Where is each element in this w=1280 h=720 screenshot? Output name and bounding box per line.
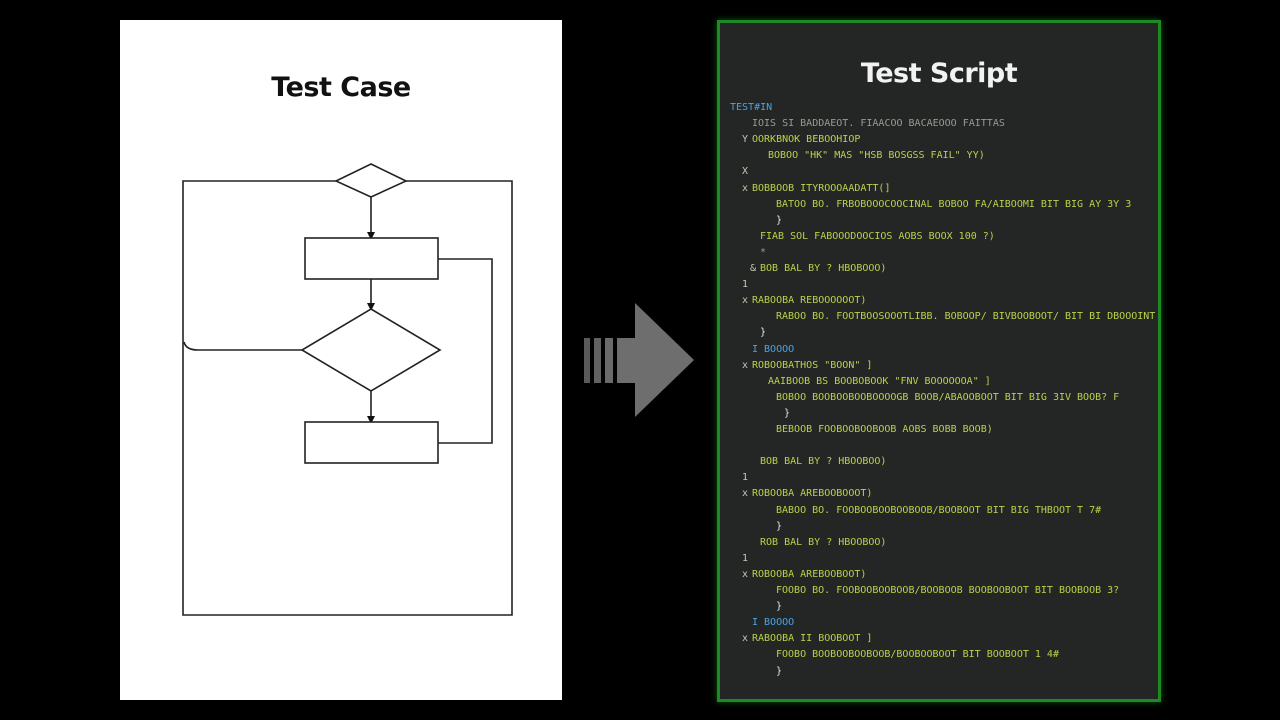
code-line: FIAB SOL FABOOODOOCIOS AOBS BOOX 100 ?) (720, 230, 1158, 244)
code-line: BOB BAL BY ? HBOOBOO) (720, 455, 1158, 469)
code-line-text: } (784, 407, 791, 419)
test-case-panel: Test Case (120, 20, 562, 700)
code-line: I BOOOO (720, 343, 1158, 357)
code-line-text: BOB BAL BY ? HBOOBOO) (760, 456, 887, 468)
code-line: } (720, 600, 1158, 614)
code-line-text: TEST#IN (730, 102, 773, 113)
code-line-text: BOBOO BOOBOOBOOBOOOOGB BOOB/ABAOOBOOT BI… (776, 391, 1120, 403)
code-line-marker: & (750, 263, 757, 274)
decision-left-branch (183, 341, 302, 351)
code-line-marker: x (742, 633, 749, 645)
code-line: I BOOOO (720, 616, 1158, 630)
code-line-text: } (776, 520, 783, 532)
code-line-text: ROB BAL BY ? HBOOBOO) (760, 536, 887, 548)
code-line-marker: x (742, 359, 749, 371)
code-line-text: ROBOOBA AREBOOBOOOT) (752, 488, 873, 500)
code-line-text: } (760, 327, 767, 339)
start-decision-shape (334, 163, 408, 198)
code-line-marker: Y (742, 134, 749, 146)
process-box-2 (304, 421, 439, 464)
test-script-title: Test Script (860, 58, 1018, 89)
test-case-title: Test Case (271, 72, 411, 103)
code-line-text: RABOO BO. FOOTBOOSOOOTLIBB. BOBOOP/ BIVB… (776, 311, 1161, 323)
code-line-marker: 1 (742, 552, 749, 564)
code-line: BATOO BO. FRBOBOOOCOOCINAL BOBOO FA/AIBO… (720, 198, 1158, 212)
code-line: RABOO BO. FOOTBOOSOOOTLIBB. BOBOOP/ BIVB… (720, 310, 1161, 324)
code-line-marker: 1 (742, 279, 749, 291)
code-line-text: * (760, 246, 767, 258)
code-line-text: OORKBNOK BEBOOHIOP (752, 134, 861, 146)
code-line: } (720, 520, 1158, 534)
code-line-marker: X (742, 166, 749, 178)
code-line: ROB BAL BY ? HBOOBOO) (720, 536, 1158, 550)
code-line-marker: x (742, 488, 749, 500)
loop-back-line (438, 258, 493, 444)
code-line-text: I BOOOO (752, 343, 795, 355)
code-line-text: AAIBOOB BS BOOBOBOOK "FNV BOOOOOOA" ] (768, 375, 991, 387)
code-line-text: FIAB SOL FABOOODOOCIOS AOBS BOOX 100 ?) (760, 230, 995, 242)
transform-arrow-icon (584, 303, 694, 417)
process-box-1 (304, 237, 439, 280)
code-line: X (720, 165, 1158, 179)
code-line: BOBOO BOOBOOBOOBOOOOGB BOOB/ABAOOBOOT BI… (720, 391, 1158, 405)
test-script-panel: Test Script TEST#IN IOIS SI BADDAEOT. FIA… (717, 20, 1161, 702)
code-line-text: } (776, 601, 783, 613)
code-line-text: ROBOOBATHOS "BOON" ] (752, 359, 873, 371)
code-line: * (720, 246, 1158, 260)
code-line: } (720, 665, 1158, 679)
code-line-text: FOOBO BOOBOOBOOBOOB/BOOBOOBOOT BIT BOOBO… (776, 649, 1059, 661)
code-line (720, 439, 1158, 453)
flowchart (182, 163, 513, 616)
code-line-text: BOB BAL BY ? HBOBOOO) (760, 263, 887, 274)
code-line: } (720, 326, 1158, 340)
code-line: FOOBO BOOBOOBOOBOOB/BOOBOOBOOT BIT BOOBO… (720, 648, 1158, 662)
code-line: TEST#IN (720, 101, 1158, 115)
code-line: BEBOOB FOOBOOBOOBOOB AOBS BOBB BOOB) (720, 423, 1158, 437)
code-line: AAIBOOB BS BOOBOBOOK "FNV BOOOOOOA" ] (720, 375, 1158, 389)
code-line-text: IOIS SI BADDAEOT. FIAACOO BACAEOOO FAITT… (752, 118, 1005, 130)
code-line-text: BABOO BO. FOOBOOBOOBOOBOOB/BOOBOOT BIT B… (776, 504, 1102, 516)
code-line-marker: x (742, 182, 749, 194)
code-line-text: BATOO BO. FRBOBOOOCOOCINAL BOBOO FA/AIBO… (776, 198, 1132, 210)
code-line: IOIS SI BADDAEOT. FIAACOO BACAEOOO FAITT… (720, 117, 1158, 131)
code-line-text: RABOOBA REBOOOOOOT) (752, 295, 867, 307)
code-line-text: } (776, 214, 783, 226)
code-line-text: I BOOOO (752, 617, 795, 629)
code-line: BOBOO "HK" MAS "HSB BOSGSS FAIL" YY) (720, 149, 1158, 163)
code-line-text: } (776, 665, 783, 677)
code-line-text: RABOOBA II BOOBOOT ] (752, 633, 873, 645)
code-line-text: FOOBO BO. FOOBOOBOOBOOB/BOOBOOB BOOBOOBO… (776, 585, 1120, 596)
code-line-marker: x (742, 568, 749, 580)
code-line-marker: 1 (742, 472, 749, 484)
code-line-marker: x (742, 295, 749, 307)
code-line: 1 (720, 552, 1158, 566)
code-line-text: BOBOO "HK" MAS "HSB BOSGSS FAIL" YY) (768, 150, 985, 162)
code-line: } (720, 407, 1158, 421)
code-line: &BOB BAL BY ? HBOBOOO) (720, 262, 1158, 276)
code-line: 1 (720, 471, 1158, 485)
decision-diamond (300, 308, 442, 392)
code-line: 1 (720, 278, 1158, 292)
code-line: FOOBO BO. FOOBOOBOOBOOB/BOOBOOB BOOBOOBO… (720, 584, 1158, 598)
code-line-text: BEBOOB FOOBOOBOOBOOB AOBS BOBB BOOB) (776, 424, 993, 435)
code-line: BABOO BO. FOOBOOBOOBOOBOOB/BOOBOOT BIT B… (720, 504, 1158, 518)
code-line-text: BOBBOOB ITYROOOAADATT(] (752, 182, 891, 194)
code-line: } (720, 214, 1158, 228)
outer-loop-line (182, 180, 513, 616)
code-line-text: ROBOOBA AREBOOBOOT) (752, 568, 867, 580)
